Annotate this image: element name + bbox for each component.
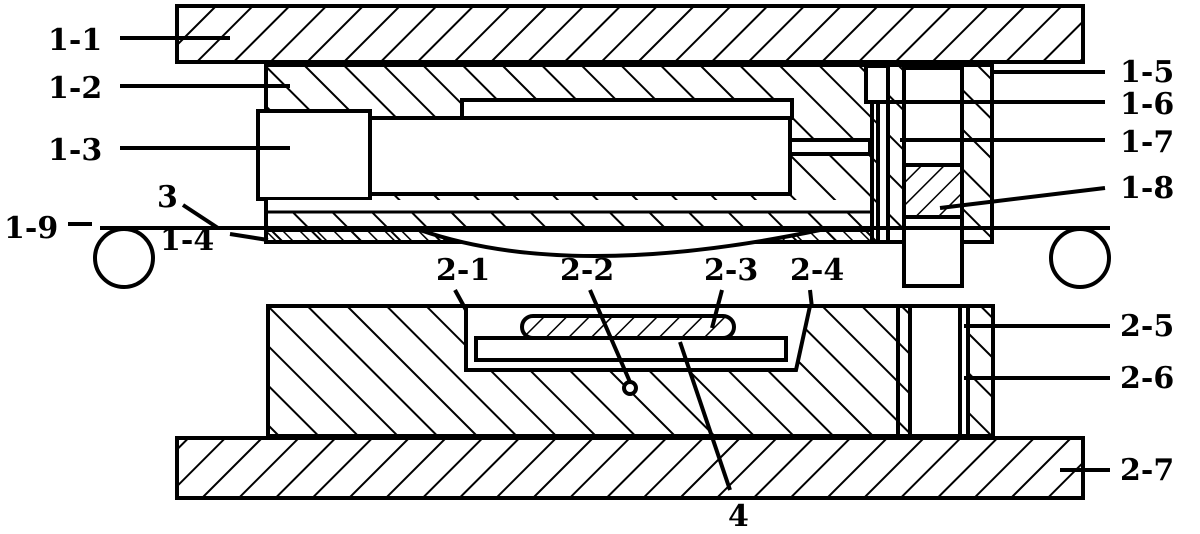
curved-membrane <box>419 228 821 258</box>
spring-chamber <box>902 163 964 219</box>
label-2-4: 2-4 <box>790 253 844 288</box>
piston-rod-slot <box>460 98 794 120</box>
lower-white-band <box>268 200 870 212</box>
label-1-7: 1-7 <box>1120 125 1174 160</box>
label-1-6: 1-6 <box>1120 87 1174 122</box>
label-4: 4 <box>728 499 749 534</box>
label-2-3: 2-3 <box>704 253 758 288</box>
label-1-1: 1-1 <box>48 23 102 58</box>
label-1-5: 1-5 <box>1120 55 1174 90</box>
label-1-4: 1-4 <box>160 223 214 258</box>
label-2-6: 2-6 <box>1120 361 1174 396</box>
vacuum-hole <box>622 380 638 396</box>
label-1-8: 1-8 <box>1120 171 1174 206</box>
rod-channel <box>788 138 872 156</box>
top-plate <box>175 4 1085 64</box>
chip-workpiece <box>520 314 736 340</box>
left-roller <box>93 227 155 289</box>
right-roller <box>1049 227 1111 289</box>
guide-post-sleeve <box>876 100 890 244</box>
heating-plate <box>474 336 788 362</box>
piston-chamber <box>368 116 792 196</box>
label-3: 3 <box>157 180 178 215</box>
label-2-5: 2-5 <box>1120 309 1174 344</box>
guide-hole <box>908 304 962 438</box>
label-2-7: 2-7 <box>1120 453 1174 488</box>
cylinder-body <box>256 109 372 201</box>
label-2-1: 2-1 <box>436 253 490 288</box>
label-1-9: 1-9 <box>4 211 58 246</box>
label-1-3: 1-3 <box>48 133 102 168</box>
bottom-plate <box>175 436 1085 500</box>
label-1-2: 1-2 <box>48 71 102 106</box>
label-2-2: 2-2 <box>560 253 614 288</box>
guide-post-cap <box>864 64 890 104</box>
